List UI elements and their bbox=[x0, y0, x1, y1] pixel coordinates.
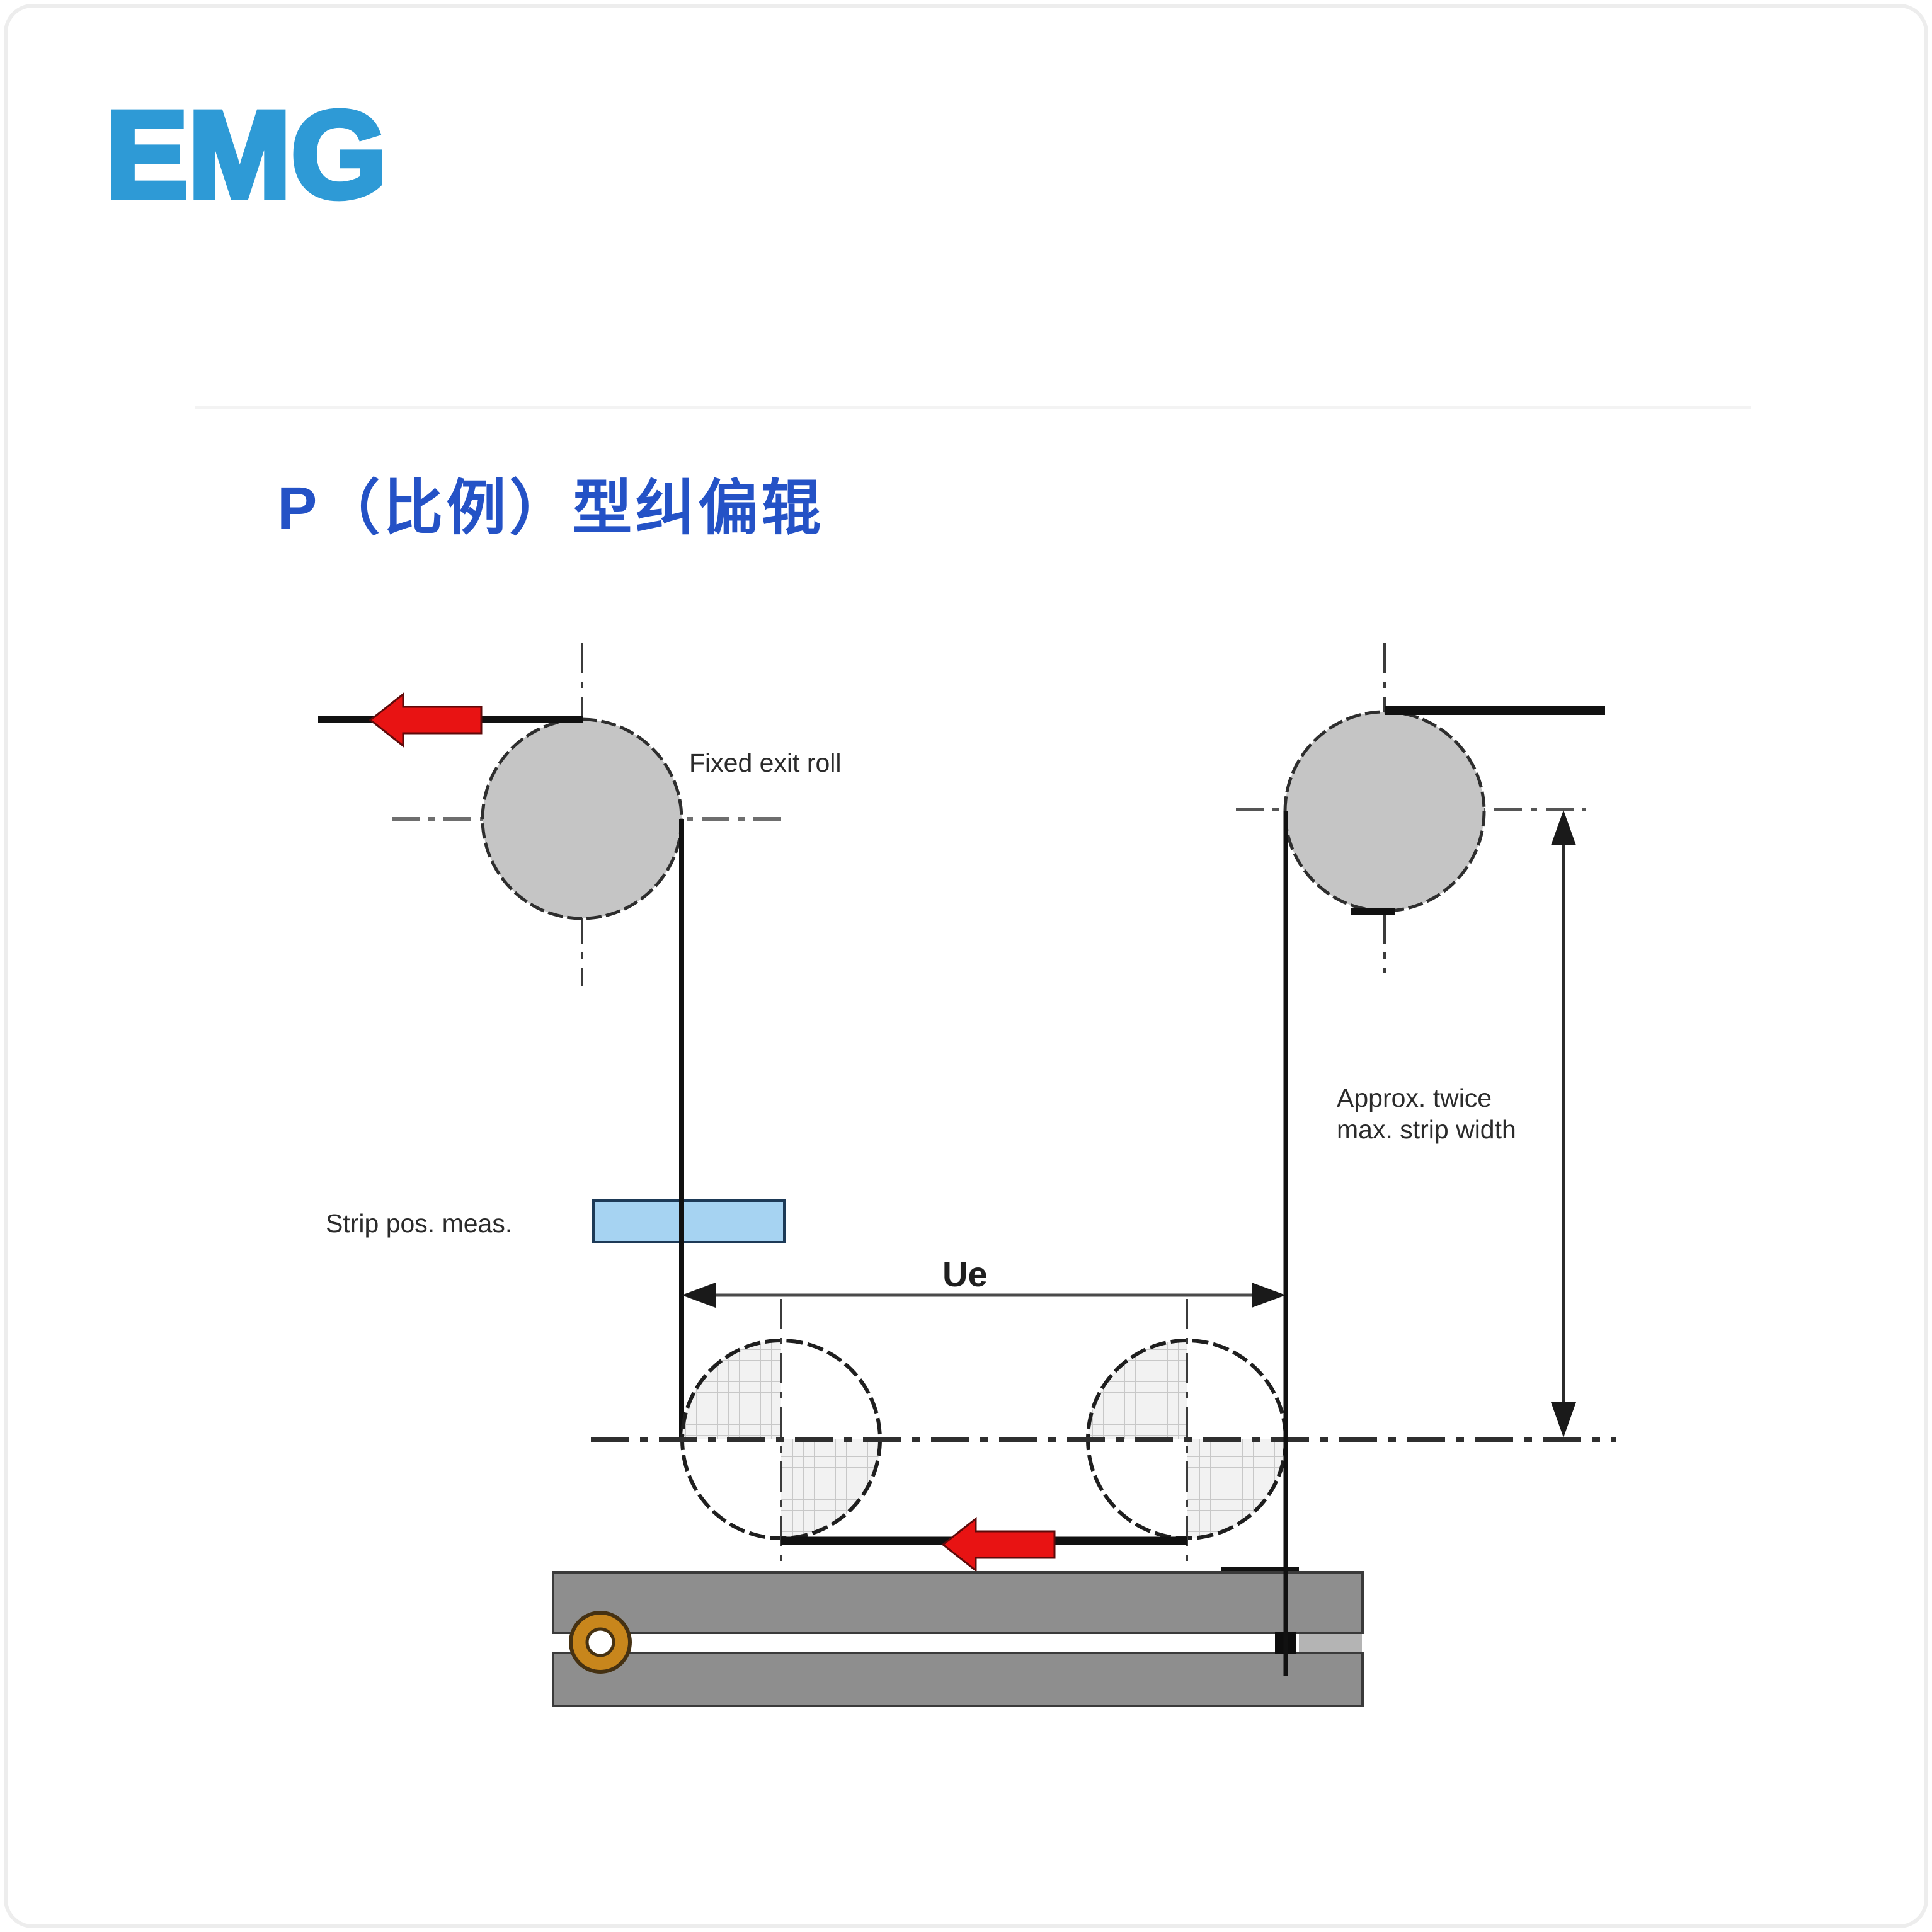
strip-width-label-line2: max. strip width bbox=[1337, 1115, 1516, 1145]
dimension-arrowhead-up-icon bbox=[1551, 810, 1576, 845]
base-lower-slab bbox=[552, 1652, 1364, 1707]
strip-position-sensor bbox=[592, 1199, 786, 1243]
ue-arrowhead-right-icon bbox=[1252, 1283, 1286, 1308]
fixed-exit-roll bbox=[481, 717, 683, 920]
strip-direction-arrow-bottom-icon bbox=[941, 1516, 1056, 1573]
fixed-exit-roll-label: Fixed exit roll bbox=[689, 748, 842, 777]
pivot-bearing-hole bbox=[585, 1627, 615, 1657]
base-gap-filler bbox=[1299, 1634, 1362, 1652]
steering-roll-right-hatch-topleft bbox=[1088, 1340, 1187, 1439]
ue-arrowhead-left-icon bbox=[682, 1283, 716, 1308]
strip-pos-meas-label: Strip pos. meas. bbox=[326, 1209, 513, 1238]
base-upper-slab bbox=[552, 1571, 1364, 1634]
strip-direction-arrow-left-icon bbox=[369, 692, 483, 748]
section-divider bbox=[195, 406, 1751, 409]
steering-roll-left-hatch-bottomright bbox=[781, 1439, 880, 1538]
steering-roll-right-hatch-bottomright bbox=[1187, 1439, 1286, 1538]
strip-width-label-line1: Approx. twice bbox=[1337, 1083, 1492, 1112]
emg-logo: EMG bbox=[103, 86, 389, 224]
ue-dimension-label: Ue bbox=[942, 1254, 988, 1294]
entry-roll bbox=[1283, 710, 1486, 913]
strip-width-label: Approx. twice max. strip width bbox=[1337, 1082, 1516, 1145]
steering-roll-left-hatch-topleft bbox=[682, 1340, 781, 1439]
page-title: P（比例）型纠偏辊 bbox=[277, 475, 825, 542]
dimension-arrowhead-down-icon bbox=[1551, 1402, 1576, 1438]
